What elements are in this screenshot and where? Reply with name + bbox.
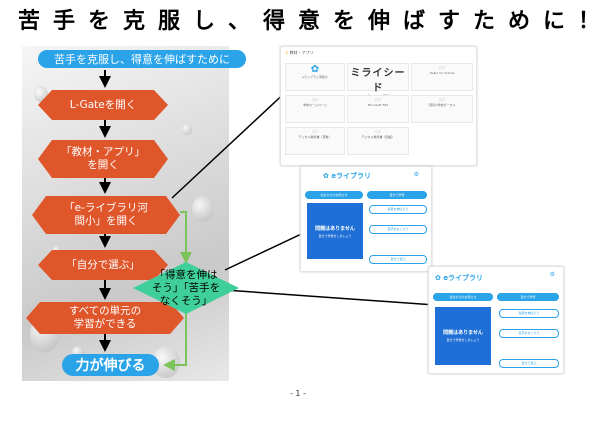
image-icon: ▭: [375, 128, 381, 135]
decision-diamond: 「得意を伸は そう」「苦手を なくそう」: [133, 262, 239, 314]
page-number: - 1 -: [290, 389, 306, 398]
elibrary-icon: ✿: [435, 274, 441, 282]
no-task-card: 問題はありません 自分で学習をしましょう: [435, 307, 491, 365]
no-task-card: 問題はありません 自分で学習をしましょう: [307, 203, 363, 259]
good-at-button[interactable]: 得意を伸ばそう: [499, 309, 559, 318]
step-label: 「自分で選ぶ」: [66, 258, 140, 271]
weak-at-button[interactable]: 苦手をなくそう: [369, 225, 427, 234]
tab-self-study[interactable]: 自分で学習: [367, 191, 427, 199]
water-drop: [182, 124, 192, 135]
settings-icon[interactable]: ⚙: [549, 271, 555, 278]
decision-label: 「得意を伸は そう」「苦手を なくそう」: [151, 268, 221, 307]
step-label: 「e-ライブラリ河 間小」を開く: [64, 202, 148, 227]
self-select-button[interactable]: 自分で選ぶ: [499, 359, 559, 368]
water-drop: [192, 196, 214, 222]
step-label: すべての単元の 学習ができる: [68, 305, 142, 330]
image-icon: ▭: [312, 128, 318, 135]
water-drop: [34, 86, 48, 102]
good-at-button[interactable]: 得意を伸ばそう: [369, 205, 427, 214]
brand-logo: ミライシード: [350, 68, 406, 94]
app-grid-header: ✕ 教材・アプリ: [285, 50, 314, 55]
self-select-button[interactable]: 自分で選ぶ: [369, 255, 427, 264]
step-open-materials: 「教材・アプリ」 を開く: [38, 140, 168, 178]
step-all-units: すべての単元の 学習ができる: [26, 302, 184, 334]
tab-teacher-notice[interactable]: 先生からのお知らせ: [305, 191, 363, 199]
start-pill: 苦手を克服し、得意を伸ばすために: [38, 50, 246, 68]
image-icon: ▭: [439, 64, 445, 71]
elibrary-logo: ✿ eライブラリ: [435, 274, 484, 282]
tile-ms365[interactable]: ▭ Microsoft 365: [347, 95, 409, 123]
tile-hello-school[interactable]: ▭ Hello! for School: [411, 63, 473, 91]
settings-icon[interactable]: ⚙: [413, 171, 419, 178]
step-label: L-Gateを開く: [69, 98, 137, 111]
tile-miraiseed[interactable]: ミライシード ミライシード河間小: [347, 63, 409, 98]
step-label: 「教材・アプリ」 を開く: [61, 146, 145, 171]
image-icon: ▭: [439, 96, 445, 103]
page-title: 苦手を克服し、得意を伸ばすために！: [18, 9, 600, 34]
app-icon: ✕: [285, 50, 289, 55]
elibrary-icon: ✿: [323, 172, 329, 180]
tile-homepage[interactable]: ▭ 学校ホームページ: [285, 95, 345, 123]
screenshot-elibrary-1: ✿ eライブラリ ⚙ 先生からのお知らせ 自分で学習 問題はありません 自分で学…: [300, 166, 432, 272]
tile-textbook-math[interactable]: ▭ デジタル教科書（算数）: [285, 127, 345, 155]
image-icon: ▭: [375, 96, 381, 103]
tile-textbook-japanese[interactable]: ▭ デジタル教科書（国語）: [347, 127, 409, 155]
screenshot-elibrary-2: ✿ eライブラリ ⚙ 先生からのお知らせ 自分で学習 問題はありません 自分で学…: [428, 266, 564, 374]
tile-portal[interactable]: ▭ 河間小学校ポータル: [411, 95, 473, 123]
elibrary-icon: ✿: [310, 64, 320, 75]
screenshot-app-grid: ✕ 教材・アプリ ✿ eライブラリ河間小 ミライシード ミライシード河間小 ▭ …: [280, 46, 477, 166]
step-open-lgate: L-Gateを開く: [38, 90, 168, 120]
step-open-elibrary: 「e-ライブラリ河 間小」を開く: [32, 196, 180, 234]
step-self-select: 「自分で選ぶ」: [38, 250, 168, 280]
tab-self-study[interactable]: 自分で学習: [497, 293, 559, 301]
image-icon: ▭: [312, 96, 318, 103]
weak-at-button[interactable]: 苦手をなくそう: [499, 329, 559, 338]
tile-elibrary[interactable]: ✿ eライブラリ河間小: [285, 63, 345, 91]
end-pill: 力が伸びる: [62, 354, 159, 376]
tab-teacher-notice[interactable]: 先生からのお知らせ: [433, 293, 493, 301]
elibrary-logo: ✿ eライブラリ: [323, 172, 372, 180]
